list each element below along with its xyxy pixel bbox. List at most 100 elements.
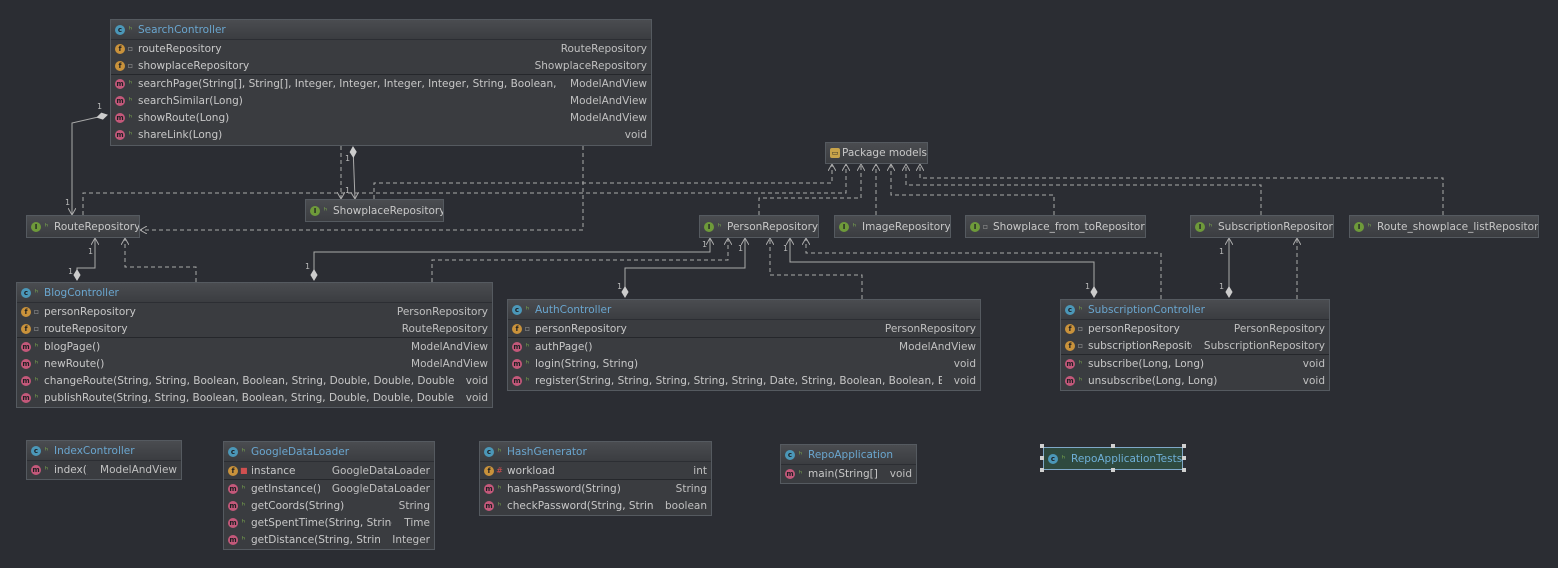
edge-sub-person-composition: [790, 238, 1094, 297]
package-private-icon: ▫: [33, 307, 40, 316]
class-icon: c: [228, 446, 238, 457]
node-title: SubscriptionController: [1088, 303, 1205, 316]
selection-handle[interactable]: [1040, 456, 1044, 460]
class-icon: c: [1065, 304, 1075, 315]
edge-blog-person-dep: [431, 238, 728, 282]
method-name: subscribe(Long, Long): [1088, 357, 1205, 370]
selection-handle[interactable]: [1111, 444, 1115, 448]
edge-routeshowplacelist-models: [920, 164, 1444, 215]
method-icon: m: [21, 375, 31, 386]
class-icon: c: [21, 287, 31, 298]
public-icon: ʰ: [852, 222, 857, 231]
showplace-from-to-repository-node[interactable]: I▫Showplace_from_toRepository: [965, 215, 1146, 238]
public-icon: ʰ: [44, 446, 49, 455]
field-icon: f: [228, 465, 238, 476]
method-icon: m: [512, 341, 522, 352]
public-icon: ʰ: [798, 469, 803, 478]
node-title: IndexController: [54, 444, 135, 457]
node-title: GoogleDataLoader: [251, 445, 350, 458]
method-type: ModelAndView: [570, 94, 647, 107]
method-icon: m: [484, 483, 494, 494]
method-type: GoogleDataLoader: [331, 482, 430, 495]
selection-handle[interactable]: [1182, 444, 1186, 448]
field-type: PersonRepository: [884, 322, 976, 335]
method-name: main(String[]): [808, 467, 878, 480]
public-icon: ʰ: [44, 222, 49, 231]
node-title: ImageRepository: [862, 220, 950, 233]
edge-blog-route-composition: [77, 238, 95, 280]
selection-handle[interactable]: [1040, 444, 1044, 448]
selection-handle[interactable]: [1182, 468, 1186, 472]
interface-icon: I: [839, 221, 849, 232]
interface-icon: I: [970, 221, 980, 232]
public-icon: ʰ: [34, 342, 39, 351]
node-title: Route_showplace_listRepository: [1377, 220, 1538, 233]
method-icon: m: [228, 517, 238, 528]
method-type: void: [624, 128, 647, 141]
node-title: RouteRepository: [54, 220, 139, 233]
package-private-icon: ▫: [1077, 324, 1084, 333]
multiplicity-label: 1: [783, 244, 789, 253]
public-icon: ʰ: [1078, 376, 1083, 385]
multiplicity-label: 1: [1219, 247, 1225, 256]
interface-icon: I: [1195, 221, 1205, 232]
method-name: getDistance(String, String): [251, 533, 381, 546]
method-type: Integer: [392, 533, 430, 546]
method-type: void: [953, 374, 976, 387]
edge-showplace-models: [373, 164, 832, 199]
method-icon: m: [1065, 358, 1075, 369]
method-type: ModelAndView: [899, 340, 976, 353]
selection-handle[interactable]: [1182, 456, 1186, 460]
public-icon: ʰ: [1078, 305, 1083, 314]
public-icon: ʰ: [1078, 359, 1083, 368]
method-type: ModelAndView: [100, 463, 177, 476]
method-name: newRoute(): [44, 357, 105, 370]
method-name: hashPassword(String): [507, 482, 621, 495]
method-type: String: [398, 499, 430, 512]
method-name: shareLink(Long): [138, 128, 223, 141]
selection-handle[interactable]: [1040, 468, 1044, 472]
method-type: Time: [404, 516, 430, 529]
method-name: getSpentTime(String, String): [251, 516, 393, 529]
selection-handle[interactable]: [1111, 468, 1115, 472]
package-private-icon: ▫: [33, 324, 40, 333]
package-private-icon: ▫: [127, 44, 134, 53]
package-private-icon: ▫: [524, 324, 531, 333]
node-title: RepoApplication: [808, 448, 894, 461]
node-title: Package models: [842, 147, 927, 159]
multiplicity-label: 1: [97, 102, 103, 111]
node-title: SubscriptionRepository: [1218, 220, 1333, 233]
public-icon: ʰ: [241, 484, 246, 493]
multiplicity-label: 1: [702, 240, 708, 249]
field-name: workload: [507, 464, 555, 477]
field-type: RouteRepository: [401, 322, 488, 335]
public-icon: ʰ: [497, 447, 502, 456]
field-type: RouteRepository: [560, 42, 647, 55]
method-type: boolean: [665, 499, 707, 512]
field-name: subscriptionRepository: [1088, 339, 1192, 352]
field-name: personRepository: [535, 322, 627, 335]
method-name: getCoords(String): [251, 499, 345, 512]
public-icon: ʰ: [525, 376, 530, 385]
package-models-node[interactable]: ▭Package models: [825, 142, 928, 164]
edge-search-showplace-composition: [353, 147, 355, 199]
field-icon: f: [484, 465, 494, 476]
field-icon: f: [21, 306, 31, 317]
public-icon: ʰ: [497, 484, 502, 493]
field-name: routeRepository: [138, 42, 222, 55]
